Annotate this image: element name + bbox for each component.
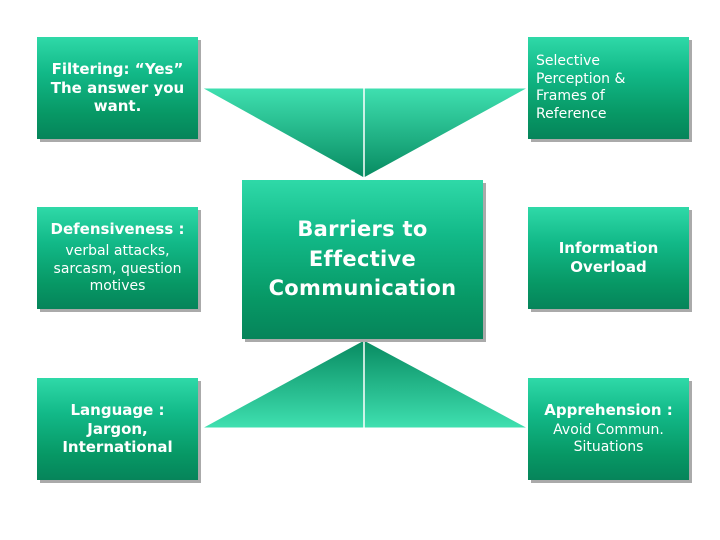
defensiveness-line1: verbal attacks, [65,243,170,260]
selective-line2: Perception & [536,70,626,87]
top-arrow-triangle [200,87,529,179]
selective-line4: Reference [536,105,607,122]
defensiveness-heading: Defensiveness : [50,220,185,239]
defensiveness-box: Defensiveness : verbal attacks, sarcasm,… [37,207,198,309]
center-title-line2: Effective [308,246,417,271]
language-line1: Language : [70,400,165,419]
information-line1: Information [558,239,659,258]
defensiveness-line3: motives [89,278,146,295]
language-box: Language : Jargon, International [37,378,198,480]
apprehension-line2: Situations [573,439,644,456]
filtering-line3: want. [93,97,142,116]
apprehension-box: Apprehension : Avoid Commun. Situations [528,378,689,480]
defensiveness-line2: sarcasm, question [53,260,182,277]
center-title-box: Barriers to Effective Communication [242,180,483,339]
bottom-arrow-triangle [201,339,529,429]
selective-perception-box: Selective Perception & Frames of Referen… [528,37,689,139]
apprehension-heading: Apprehension : [544,401,673,420]
filtering-line1: Filtering: “Yes” [51,59,184,78]
language-line2: Jargon, [87,419,148,438]
information-line2: Overload [570,258,647,276]
language-line3: International [62,438,173,457]
center-title-line1: Barriers to [297,217,428,242]
filtering-line2: The answer you [50,78,185,97]
selective-line3: Frames of [536,88,605,104]
filtering-box: Filtering: “Yes” The answer you want. [37,37,198,139]
selective-line1: Selective [536,53,600,69]
information-overload-box: Information Overload [528,207,689,309]
center-title-line3: Communication [268,276,457,301]
apprehension-line1: Avoid Commun. [553,421,664,438]
